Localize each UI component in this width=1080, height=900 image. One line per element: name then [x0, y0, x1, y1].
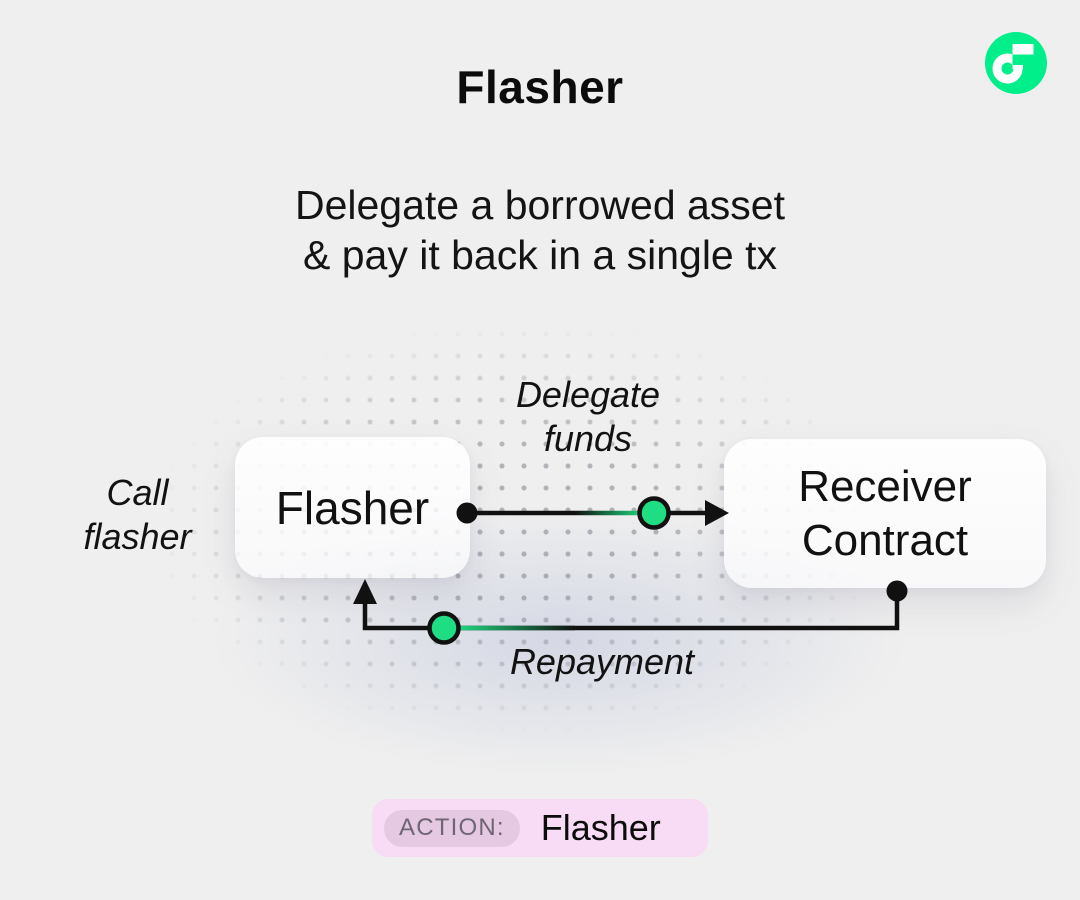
delegate-funds-label-line2: funds [543, 418, 633, 459]
action-value: Flasher [540, 807, 661, 848]
flow-logo-icon [984, 31, 1048, 95]
repayment-label: Repayment [509, 641, 695, 682]
action-badge: ACTION: Flasher [372, 799, 708, 857]
flow-logo-square [1012, 54, 1023, 65]
call-flasher-label-line2: flasher [83, 516, 192, 557]
delegate-token-circle [637, 496, 671, 530]
subtitle: Delegate a borrowed asset & pay it back … [0, 180, 1080, 280]
node-receiver-label-line2: Contract [801, 515, 969, 565]
node-flasher-label: Flasher [275, 481, 430, 534]
node-receiver-label-line1: Receiver [798, 461, 972, 511]
delegate-funds-label-line1: Delegate [515, 374, 661, 415]
action-label-pill: ACTION: [384, 809, 520, 847]
call-flasher-label-line1: Call [106, 472, 169, 513]
repayment-token-circle [427, 611, 461, 645]
node-flasher: Flasher [235, 437, 470, 578]
flow-logo-svg [985, 32, 1047, 94]
node-receiver-label: Receiver Contract [798, 460, 972, 568]
subtitle-line1: Delegate a borrowed asset [294, 182, 786, 228]
delegate-funds-label: Delegate funds [458, 373, 718, 461]
page-title: Flasher [456, 61, 624, 113]
repayment-arrow-line [362, 591, 900, 631]
node-receiver-contract: Receiver Contract [724, 439, 1046, 588]
flow-logo-crossbar [1012, 44, 1034, 55]
repayment-arrowhead-icon [353, 579, 377, 604]
call-flasher-label: Call flasher [40, 471, 235, 559]
subtitle-line2: & pay it back in a single tx [302, 232, 778, 278]
